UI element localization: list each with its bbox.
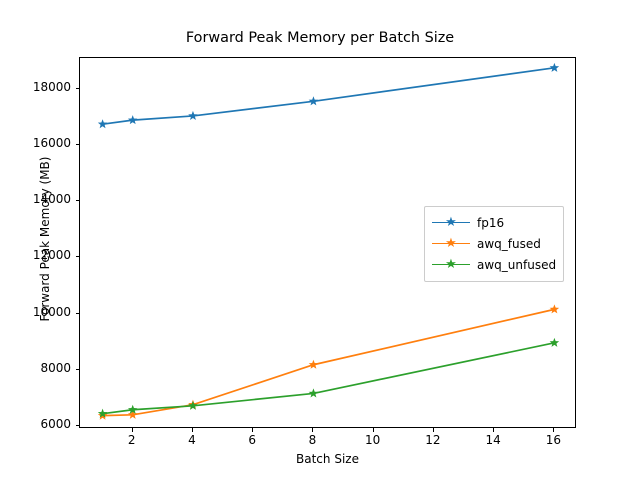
y-axis-tick-label: 18000 — [32, 79, 71, 94]
y-axis-tick-mark — [75, 87, 79, 89]
star-icon: ★ — [445, 235, 457, 251]
legend-label: awq_fused — [477, 236, 541, 251]
data-point-marker — [127, 115, 138, 125]
chart-legend[interactable]: ★ fp16 ★ awq_fused ★ awq_unfused — [424, 206, 565, 282]
data-point-marker — [127, 409, 138, 419]
data-point-marker — [97, 408, 108, 418]
y-axis-label: Forward Peak Memory (MB) — [38, 156, 52, 322]
y-axis-tick-mark — [75, 256, 79, 258]
legend-swatch-icon: ★ — [432, 235, 470, 251]
data-point-marker — [549, 304, 560, 314]
y-axis-tick-label: 8000 — [40, 360, 71, 375]
data-point-marker — [308, 96, 319, 106]
x-axis-tick-label: 8 — [308, 433, 317, 447]
x-axis-tick-mark — [312, 428, 314, 432]
y-axis-tick-label: 12000 — [32, 248, 71, 263]
legend-line — [432, 221, 470, 224]
legend-line — [432, 242, 470, 245]
x-axis-tick-label: 6 — [248, 433, 257, 447]
plot-lines — [97, 62, 560, 420]
y-axis-tick-label: 14000 — [32, 192, 71, 207]
plot-area — [79, 57, 576, 428]
data-point-marker — [127, 404, 138, 414]
series-line — [102, 308, 555, 417]
legend-label: fp16 — [477, 215, 505, 230]
y-axis-tick-labels: 6000 8000 10000 12000 14000 16000 18000 — [0, 0, 71, 480]
x-axis-tick-label: 12 — [425, 433, 441, 447]
x-axis-tick-label: 14 — [485, 433, 501, 447]
x-axis-tick-label: 4 — [188, 433, 196, 447]
chart-title: Forward Peak Memory per Batch Size — [185, 30, 455, 46]
x-axis-tick-mark — [372, 428, 374, 432]
y-axis-tick-mark — [75, 143, 79, 145]
data-point-marker — [549, 337, 560, 347]
x-axis-label: Batch Size — [296, 452, 359, 466]
legend-swatch-icon: ★ — [432, 214, 470, 230]
data-point-marker — [97, 119, 108, 129]
series-line — [102, 66, 555, 126]
series-awq_unfused — [97, 337, 560, 418]
star-icon: ★ — [445, 256, 457, 272]
legend-item-fp16[interactable]: ★ fp16 — [432, 212, 556, 233]
x-axis-tick-label: 10 — [365, 433, 381, 447]
x-axis-tick-mark — [553, 428, 555, 432]
x-axis-tick-label: 16 — [545, 433, 562, 447]
data-point-marker — [188, 110, 198, 120]
legend-line — [432, 263, 470, 266]
legend-item-awq_fused[interactable]: ★ awq_fused — [432, 233, 556, 254]
y-axis-tick-label: 6000 — [40, 417, 71, 432]
y-axis-tick-mark — [75, 425, 79, 427]
y-axis-tick-mark — [75, 200, 79, 202]
legend-item-awq_unfused[interactable]: ★ awq_unfused — [432, 254, 556, 275]
legend-swatch-icon: ★ — [432, 256, 470, 272]
x-axis-tick-label: 2 — [127, 433, 136, 447]
data-point-marker — [549, 62, 560, 72]
x-axis-tick-mark — [252, 428, 254, 432]
y-axis-tick-label: 16000 — [32, 135, 71, 150]
y-axis-tick-mark — [75, 312, 79, 314]
data-point-marker — [308, 388, 319, 398]
star-icon: ★ — [445, 214, 457, 230]
y-axis-tick-label: 10000 — [32, 304, 71, 319]
y-axis-tick-mark — [75, 368, 79, 370]
legend-label: awq_unfused — [477, 257, 557, 272]
x-axis-tick-mark — [191, 428, 193, 432]
x-axis-tick-mark — [493, 428, 495, 432]
data-point-marker — [308, 359, 319, 369]
data-point-marker — [188, 400, 198, 410]
series-line — [102, 341, 555, 415]
series-fp16 — [97, 62, 560, 129]
x-axis-tick-mark — [131, 428, 133, 432]
series-awq_fused — [97, 304, 560, 420]
x-axis-tick-mark — [432, 428, 434, 432]
